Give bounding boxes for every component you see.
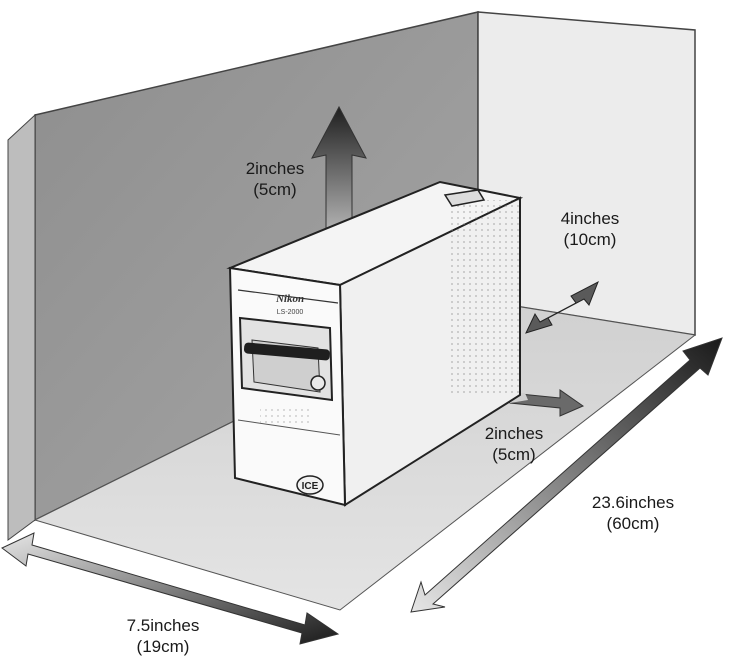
width-arrow <box>1 532 340 645</box>
back-clearance-label: 4inches (10cm) <box>561 208 620 250</box>
width-label: 7.5inches (19cm) <box>127 615 200 657</box>
top-clearance-inches: 2inches <box>245 159 305 178</box>
back-clearance-arrow <box>525 280 599 334</box>
depth-cm: (60cm) <box>606 514 660 533</box>
side-clearance-cm: (5cm) <box>492 445 536 464</box>
depth-inches: 23.6inches <box>591 493 675 512</box>
ice-badge <box>296 475 324 495</box>
ice-badge-text: ICE <box>302 481 319 492</box>
side-clearance-label: 2inches (5cm) <box>485 423 544 465</box>
side-clearance-inches: 2inches <box>484 424 544 443</box>
left-wall-edge <box>7 113 36 541</box>
film-scanner: ICE Nikon LS-2000 <box>226 180 524 507</box>
model-mark: LS-2000 <box>277 309 304 316</box>
top-clearance-label: 2inches (5cm) <box>246 158 305 200</box>
brand-mark: Nikon <box>275 293 304 305</box>
back-clearance-cm: (10cm) <box>563 230 617 249</box>
depth-arrow <box>410 337 723 613</box>
width-cm: (19cm) <box>136 637 190 656</box>
width-inches: 7.5inches <box>126 616 200 635</box>
eject-knob <box>310 375 326 391</box>
top-clearance-cm: (5cm) <box>253 180 297 199</box>
depth-label: 23.6inches (60cm) <box>592 492 674 534</box>
back-clearance-inches: 4inches <box>560 209 620 228</box>
